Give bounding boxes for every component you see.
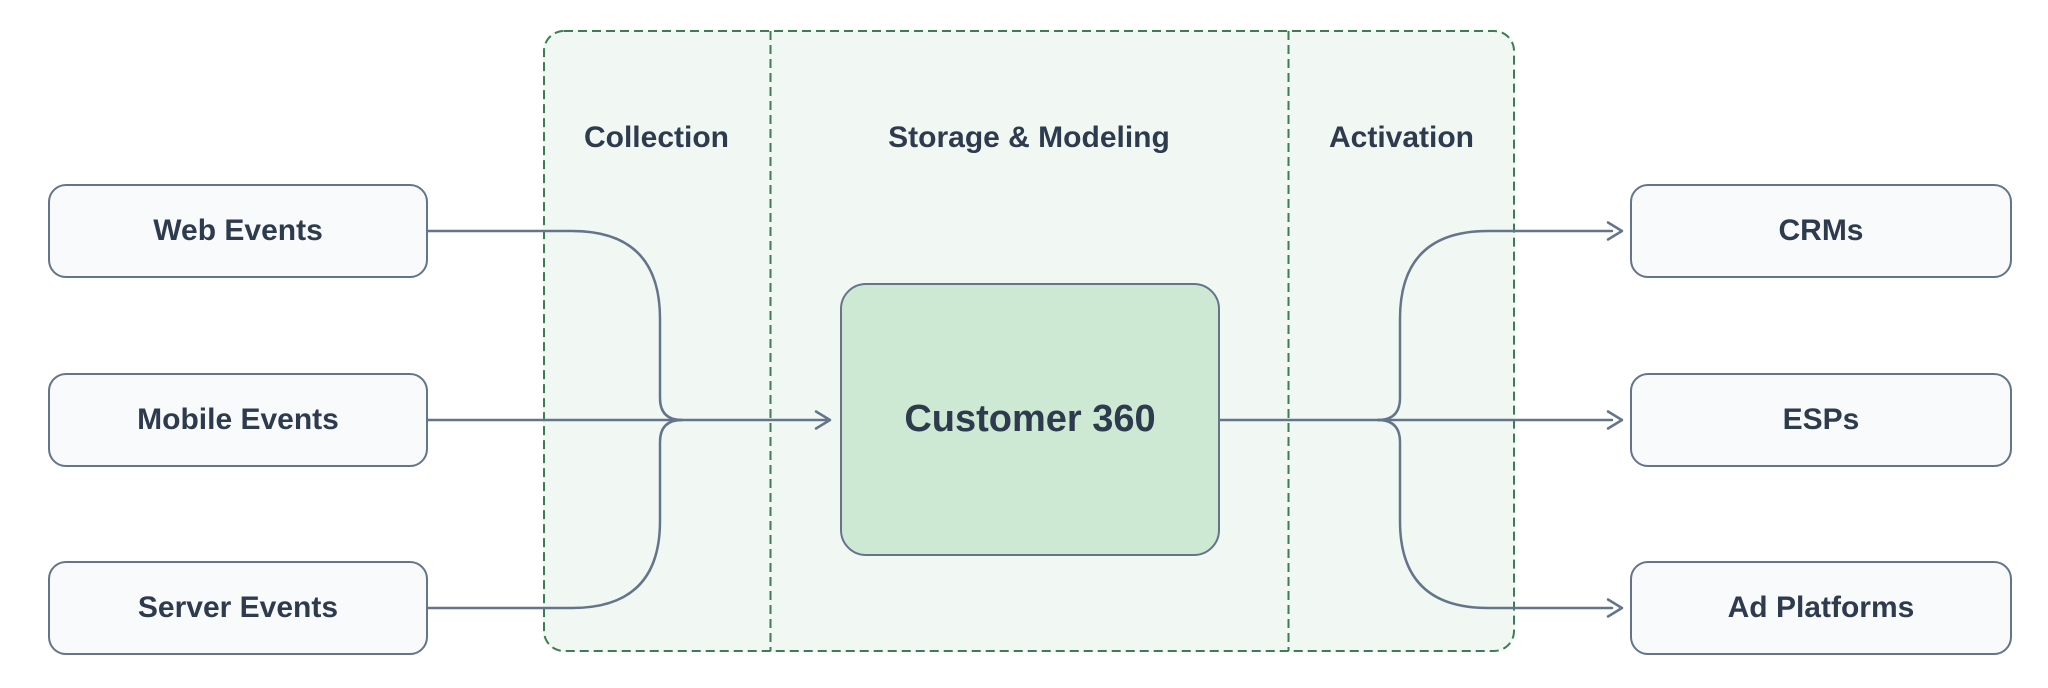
node-esps-label: ESPs	[1782, 403, 1860, 436]
node-server-events-label: Server Events	[137, 591, 339, 624]
node-mobile-events: Mobile Events	[48, 373, 428, 467]
node-ad-platforms: Ad Platforms	[1630, 561, 2012, 655]
arrowhead-ad-platforms	[1606, 598, 1624, 618]
node-esps: ESPs	[1630, 373, 2012, 467]
arrowhead-esps	[1606, 410, 1624, 430]
node-crms: CRMs	[1630, 184, 2012, 278]
arrowhead-crms	[1606, 221, 1624, 241]
section-label-storage-modeling: Storage & Modeling	[888, 121, 1170, 154]
node-web-events: Web Events	[48, 184, 428, 278]
node-mobile-events-label: Mobile Events	[137, 403, 339, 436]
section-label-collection: Collection	[583, 121, 729, 154]
section-label-activation: Activation	[1328, 121, 1475, 154]
node-customer-360-label: Customer 360	[904, 398, 1156, 440]
node-server-events: Server Events	[48, 561, 428, 655]
node-crms-label: CRMs	[1778, 214, 1864, 247]
node-ad-platforms-label: Ad Platforms	[1727, 591, 1915, 624]
node-web-events-label: Web Events	[153, 214, 323, 247]
node-customer-360: Customer 360	[840, 283, 1220, 556]
